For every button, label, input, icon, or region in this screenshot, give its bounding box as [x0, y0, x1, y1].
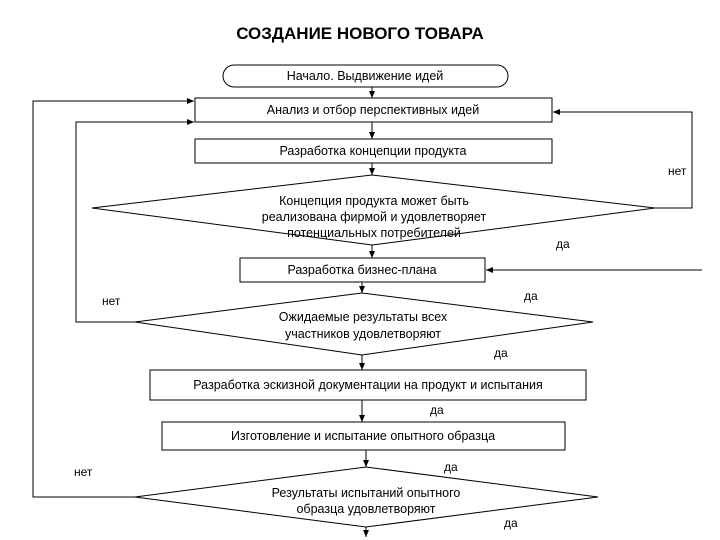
decision3-line-1: Результаты испытаний опытного — [272, 486, 461, 500]
loop-decision2-no — [75, 119, 194, 323]
page-title: СОЗДАНИЕ НОВОГО ТОВАРА — [236, 24, 484, 43]
node-decision3: Результаты испытаний опытного образца уд… — [134, 466, 599, 528]
decision2-line-2: участников удовлетворяют — [285, 327, 441, 341]
node-bizplan: Разработка бизнес-плана — [239, 257, 486, 283]
label-yes-decision2: да — [494, 346, 508, 360]
decision1-line-2: реализована фирмой и удовлетворяет — [262, 210, 487, 224]
label-no-decision2: нет — [102, 294, 121, 308]
label-no-decision3: нет — [74, 465, 93, 479]
node-decision1: Концепция продукта может быть реализован… — [91, 174, 656, 246]
connectors — [32, 87, 702, 537]
label-yes-docs: да — [430, 403, 444, 417]
node-bizplan-label: Разработка бизнес-плана — [287, 263, 436, 277]
decision1-line-1: Концепция продукта может быть — [279, 194, 469, 208]
branch-labels: нет да нет да да да да нет да — [74, 164, 687, 530]
node-concept: Разработка концепции продукта — [194, 138, 553, 164]
node-analysis: Анализ и отбор перспективных идей — [194, 97, 553, 123]
node-concept-label: Разработка концепции продукта — [280, 144, 467, 158]
label-yes-prototype: да — [444, 460, 458, 474]
decision2-line-1: Ожидаемые результаты всех — [279, 310, 448, 324]
node-prototype: Изготовление и испытание опытного образц… — [161, 421, 566, 451]
label-yes-bizplan: да — [524, 289, 538, 303]
node-start: Начало. Выдвижение идей — [222, 64, 509, 88]
node-analysis-label: Анализ и отбор перспективных идей — [267, 103, 480, 117]
decision1-line-3: потенциальных потребителей — [287, 226, 461, 240]
label-yes-decision1: да — [556, 237, 570, 251]
node-decision2: Ожидаемые результаты всех участников удо… — [134, 292, 594, 356]
node-docs-label: Разработка эскизной документации на прод… — [193, 378, 542, 392]
node-start-label: Начало. Выдвижение идей — [287, 69, 444, 83]
node-prototype-label: Изготовление и испытание опытного образц… — [231, 429, 495, 443]
loop-decision3-no — [32, 98, 194, 498]
loop-decision1-no — [553, 109, 693, 209]
label-yes-decision3: да — [504, 516, 518, 530]
label-no-decision1: нет — [668, 164, 687, 178]
node-docs: Разработка эскизной документации на прод… — [149, 369, 587, 401]
decision3-line-2: образца удовлетворяют — [296, 502, 435, 516]
